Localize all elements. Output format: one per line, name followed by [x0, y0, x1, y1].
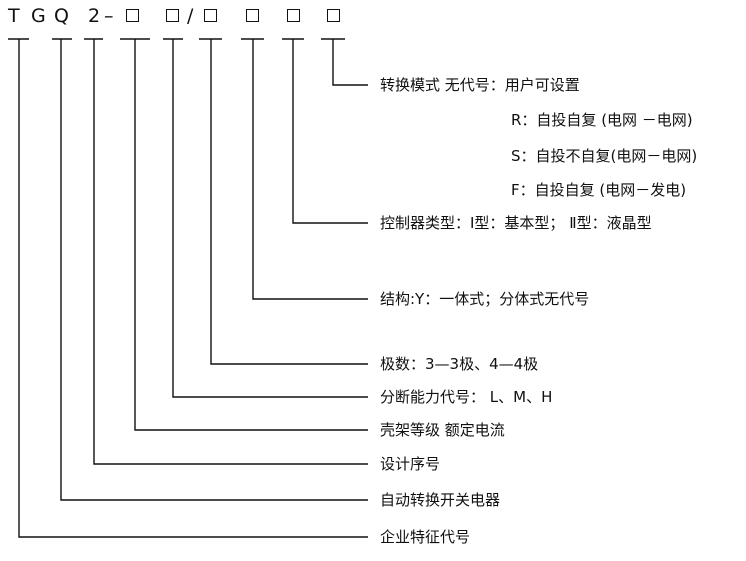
code-letter-g: G [31, 5, 46, 27]
code-letter-q: Q [54, 5, 69, 27]
leader-product-name [60, 39, 368, 501]
leader-conversion-mode [332, 39, 368, 86]
label-conversion-mode: 转换模式 无代号：用户可设置 [380, 76, 580, 94]
label-breaking-capacity: 分断能力代号： L、M、H [380, 388, 553, 406]
leader-company-code [18, 39, 368, 538]
label-company-code: 企业特征代号 [380, 528, 471, 546]
code-box-poles [204, 9, 217, 22]
code-box-frame-rating [126, 9, 139, 22]
leader-poles [210, 39, 368, 365]
code-dash: – [104, 5, 114, 27]
leader-structure [252, 39, 368, 300]
code-box-controller-type [287, 9, 300, 22]
label-mode-f: F：自投自复 (电网－发电) [511, 181, 687, 199]
label-mode-r: R：自投自复 (电网 －电网) [511, 111, 693, 129]
label-structure: 结构:Y：一体式；分体式无代号 [380, 290, 590, 308]
code-letter-t: T [8, 5, 20, 27]
leader-frame-rating [134, 39, 368, 431]
code-digit-2: 2 [88, 5, 101, 27]
leader-design-serial [93, 39, 368, 465]
label-mode-s: S：自投不自复(电网－电网) [511, 147, 698, 165]
label-design-serial: 设计序号 [380, 455, 441, 473]
code-box-conversion-mode [327, 9, 340, 22]
leader-controller-type [292, 39, 368, 224]
label-controller-type: 控制器类型：Ⅰ型：基本型； Ⅱ型：液晶型 [380, 214, 652, 232]
code-box-structure [246, 9, 259, 22]
code-slash: / [187, 5, 194, 27]
code-box-breaking-capacity [166, 9, 179, 22]
label-poles: 极数：3—3极、4—4极 [380, 355, 539, 373]
label-frame-rating: 壳架等级 额定电流 [380, 421, 505, 439]
leader-breaking-capacity [172, 39, 368, 398]
label-product-name: 自动转换开关电器 [380, 491, 501, 509]
